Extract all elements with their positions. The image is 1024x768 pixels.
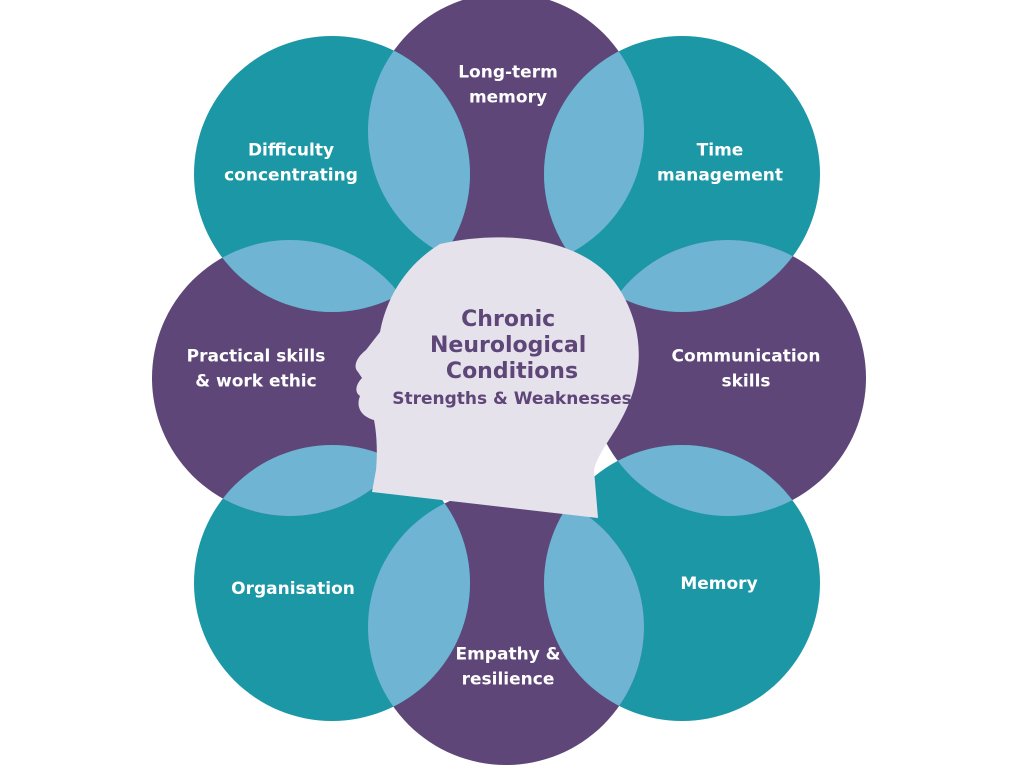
petal-label-line: Time	[697, 141, 744, 161]
petal-label-line: Empathy &	[455, 645, 560, 665]
petal-label-communication-skills: Communication skills	[672, 347, 821, 392]
petal-label-long-term-memory: Long-term memory	[458, 63, 558, 108]
center-title-line: Chronic	[461, 307, 555, 332]
petal-label-difficulty-concentrating: Difficulty concentrating	[224, 141, 358, 186]
petal-label-line: memory	[469, 88, 547, 108]
center-subtitle: Strengths & Weaknesses	[392, 389, 632, 409]
head-silhouette	[355, 237, 639, 519]
petal-label-organisation: Organisation	[231, 579, 355, 599]
petal-label-line: concentrating	[224, 166, 358, 186]
petal-label-line: Organisation	[231, 579, 355, 599]
petal-label-line: & work ethic	[195, 372, 316, 392]
petal-label-line: Memory	[680, 574, 757, 594]
petal-label-practical-skills: Practical skills & work ethic	[187, 347, 326, 392]
petal-label-memory: Memory	[680, 574, 757, 594]
petal-label-line: Difficulty	[248, 141, 334, 161]
petal-label-line: Communication	[672, 347, 821, 367]
center-title-line: Conditions	[446, 359, 578, 384]
petal-label-time-management: Time management	[657, 141, 783, 186]
petal-label-line: Long-term	[458, 63, 558, 83]
petal-label-empathy-resilience: Empathy & resilience	[455, 645, 560, 690]
center-title: Chronic Neurological Conditions	[430, 307, 594, 384]
center-title-line: Neurological	[430, 333, 586, 358]
petal-label-line: skills	[721, 372, 770, 392]
petal-label-line: resilience	[462, 670, 555, 690]
petal-label-line: Practical skills	[187, 347, 326, 367]
petal-label-line: management	[657, 166, 783, 186]
